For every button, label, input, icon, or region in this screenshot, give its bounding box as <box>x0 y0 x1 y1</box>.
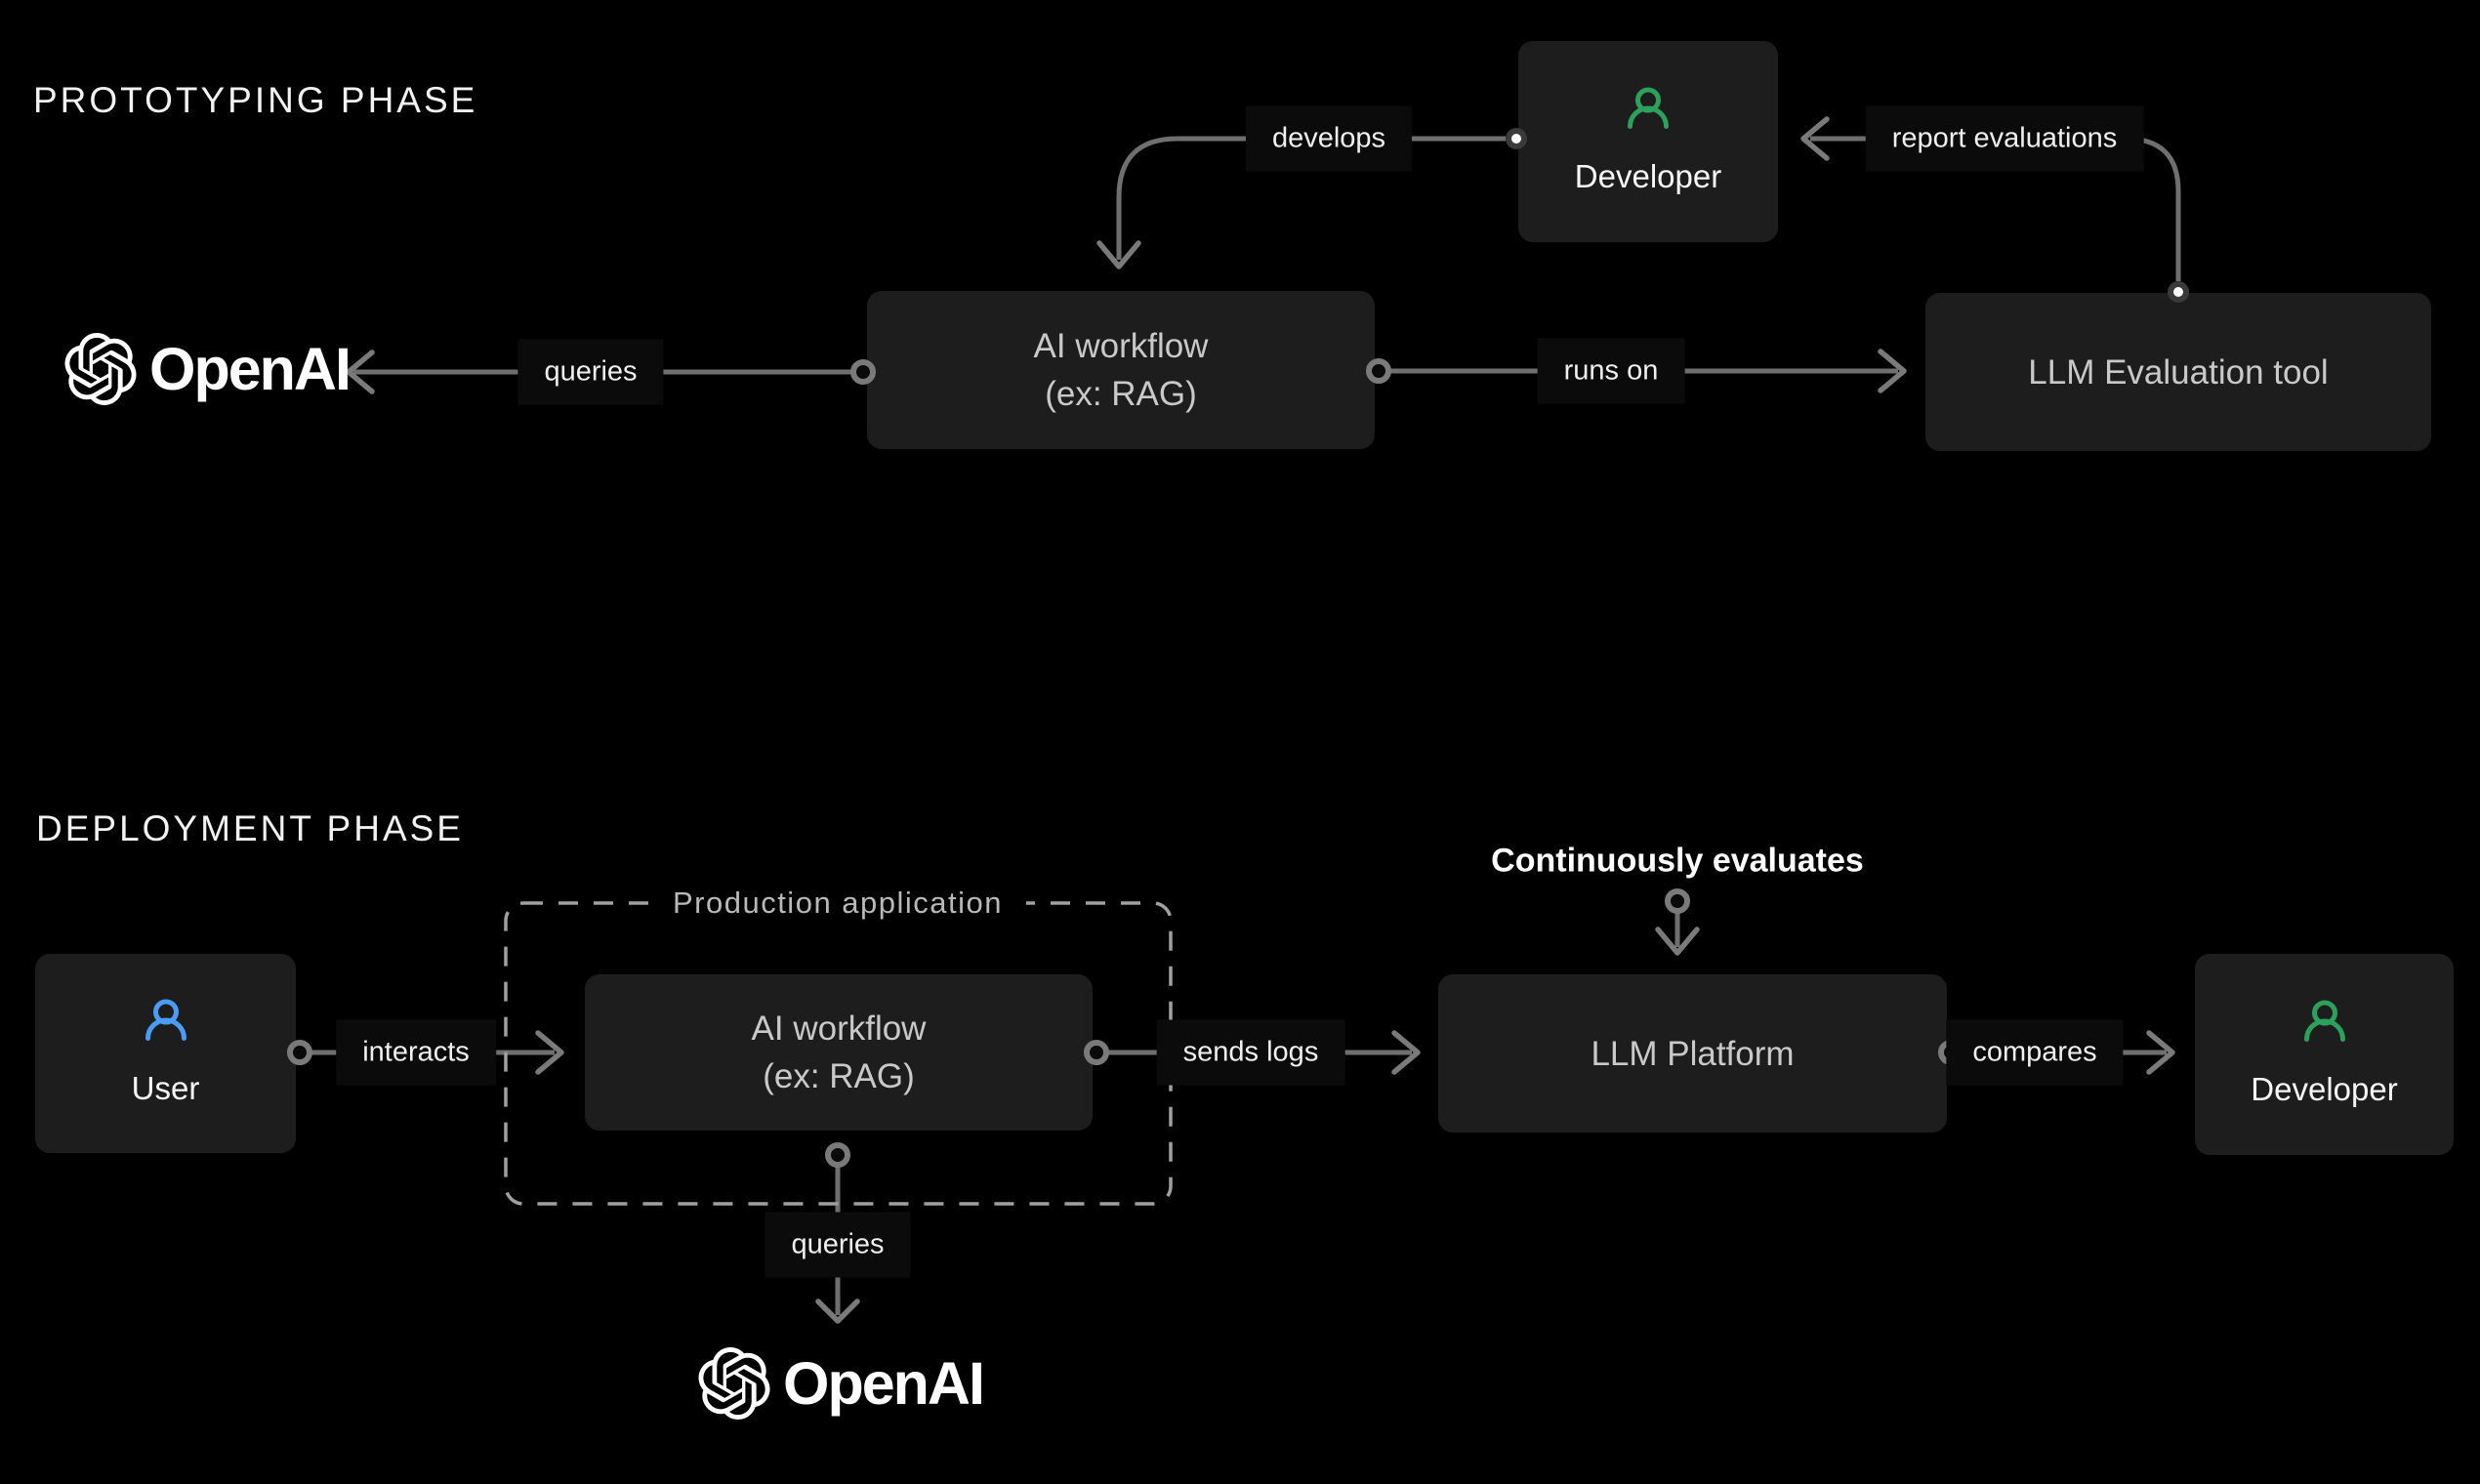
node-label: AI workflow (ex: RAG) <box>752 1005 927 1100</box>
openai-mark-icon <box>64 333 137 405</box>
node-llm-evaluation-tool: LLM Evaluation tool <box>1925 293 2431 451</box>
arrowhead-develops-icon <box>1096 240 1141 269</box>
arrowhead-queries-top-icon <box>346 350 375 394</box>
edge-label-queries-bottom: queries <box>765 1212 911 1278</box>
node-ai-workflow-deployment: AI workflow (ex: RAG) <box>585 974 1093 1131</box>
node-label-line1: AI workflow <box>1033 327 1209 365</box>
node-label: LLM Platform <box>1591 1034 1795 1073</box>
edge-label-runs-on: runs on <box>1537 338 1685 404</box>
connector-dot-developer-left-icon <box>1506 128 1527 149</box>
node-label: Developer <box>2251 1070 2398 1107</box>
edge-label-queries-top: queries <box>517 339 664 405</box>
arrowhead-sends-logs-icon <box>1391 1030 1421 1075</box>
edge-label-interacts: interacts <box>336 1019 496 1086</box>
arrowhead-queries-bottom-icon <box>815 1298 860 1324</box>
arrowhead-runs-on-icon <box>1878 349 1907 393</box>
node-llm-platform: LLM Platform <box>1438 974 1947 1133</box>
developer-person-icon <box>2303 1000 2345 1042</box>
edge-label-sends-logs: sends logs <box>1156 1019 1345 1086</box>
connector-ring-user-right-icon <box>287 1040 312 1065</box>
connector-ring-ai-workflow2-right-icon <box>1084 1040 1109 1065</box>
node-label: User <box>131 1069 200 1106</box>
connector-ring-ai-workflow-left-icon <box>850 359 876 385</box>
deployment-phase-title: DEPLOYMENT PHASE <box>36 808 464 848</box>
node-label-line2: (ex: RAG) <box>763 1057 915 1095</box>
production-application-label: Production application <box>648 882 1027 925</box>
edge-label-develops: develops <box>1245 105 1413 172</box>
node-developer-prototyping: Developer <box>1518 41 1778 242</box>
connector-ring-continuously-evaluates-icon <box>1665 888 1690 914</box>
arrowhead-report-evaluations-icon <box>1800 116 1830 161</box>
user-person-icon <box>145 999 186 1041</box>
node-developer-deployment: Developer <box>2195 954 2454 1155</box>
edge-label-continuously-evaluates: Continuously evaluates <box>1491 842 1864 880</box>
node-label: AI workflow (ex: RAG) <box>1034 322 1209 418</box>
connector-ring-ai-workflow-right-icon <box>1366 358 1391 384</box>
prototyping-phase-title: PROTOTYPING PHASE <box>33 80 478 120</box>
arrowhead-interacts-icon <box>535 1030 564 1075</box>
edge-label-report-evaluations: report evaluations <box>1865 105 2144 172</box>
node-label-line1: AI workflow <box>751 1010 927 1048</box>
connector-ring-ai-workflow2-bottom-icon <box>825 1142 850 1168</box>
openai-mark-icon <box>698 1347 770 1420</box>
openai-wordmark: OpenAI <box>149 336 351 402</box>
openai-wordmark: OpenAI <box>783 1350 985 1417</box>
openai-logo-top: OpenAI <box>64 333 351 405</box>
edge-develops-line <box>1116 136 1506 260</box>
node-label: LLM Evaluation tool <box>2028 352 2329 392</box>
node-user: User <box>35 954 296 1153</box>
node-ai-workflow-prototyping: AI workflow (ex: RAG) <box>867 291 1375 449</box>
edge-label-compares: compares <box>1946 1019 2124 1086</box>
node-label: Developer <box>1574 157 1722 194</box>
arrowhead-compares-icon <box>2146 1030 2175 1075</box>
developer-person-icon <box>1628 87 1669 129</box>
arrowhead-continuously-evaluates-icon <box>1655 927 1700 956</box>
connector-dot-llm-eval-top-icon <box>2168 281 2189 303</box>
openai-logo-bottom: OpenAI <box>698 1347 985 1420</box>
node-label-line2: (ex: RAG) <box>1045 375 1197 413</box>
